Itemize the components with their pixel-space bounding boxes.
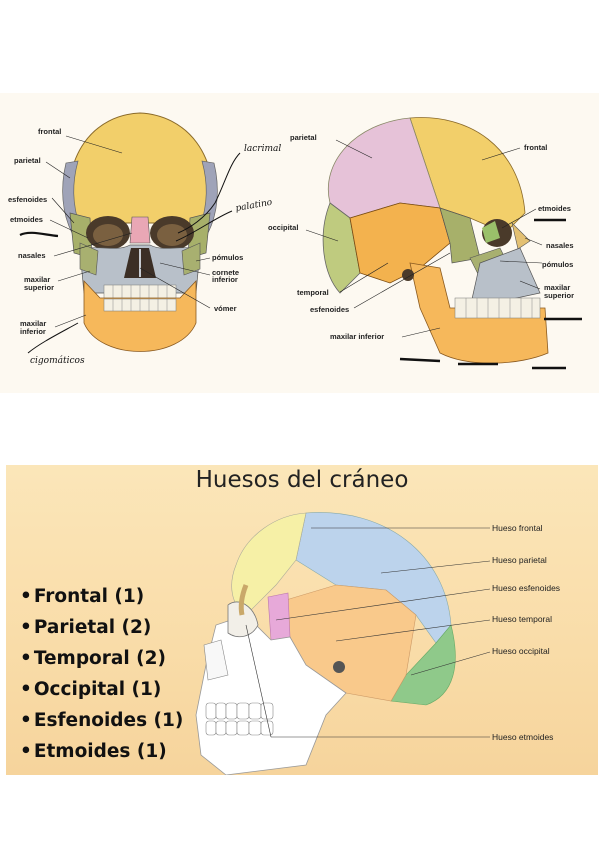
label-hueso-temporal: Hueso temporal <box>492 614 552 624</box>
bullet-temporal: Temporal (2) <box>33 648 166 669</box>
label-cornete-inferior: inferior <box>212 275 238 284</box>
skull-bones-slide: Huesos del cráneo <box>6 465 598 775</box>
label-inferior: inferior <box>20 327 46 336</box>
front-skull <box>62 112 218 352</box>
bullet-item: •Parietal (2) <box>20 617 152 638</box>
slide-leader-lines <box>245 527 491 738</box>
label-hueso-occipital: Hueso occipital <box>492 646 550 656</box>
skull-anatomy-plate: frontal parietal esfenoides etmoides nas… <box>0 93 599 393</box>
bullet-item: •Occipital (1) <box>20 679 162 700</box>
slide-occipital-bone <box>390 624 456 706</box>
handwritten-palatino-line <box>175 210 233 242</box>
label-side-maxilar-inferior: maxilar inferior <box>330 332 384 341</box>
slide-skull-svg: Hueso frontal Hueso parietal Hueso esfen… <box>195 512 560 775</box>
label-pomulos: pómulos <box>212 253 243 262</box>
label-side-occipital: occipital <box>268 223 298 232</box>
label-vomer: vómer <box>214 304 237 313</box>
front-nasal-bone <box>129 216 151 244</box>
bullet-item: •Etmoides (1) <box>20 741 167 762</box>
side-nasal-bone <box>511 222 531 250</box>
label-side-esfenoides: esfenoides <box>310 305 349 314</box>
side-temporal-bone <box>349 202 451 284</box>
label-maxilar-inf: maxilar <box>20 319 46 328</box>
side-sphenoid-bone <box>439 207 481 264</box>
front-leader-lines <box>45 135 211 328</box>
label-cornete: cornete <box>212 268 239 277</box>
bullet-item: •Temporal (2) <box>20 648 166 669</box>
skull-plate-svg: frontal parietal esfenoides etmoides nas… <box>8 112 582 370</box>
label-hueso-esfenoides: Hueso esfenoides <box>492 583 560 593</box>
front-frontal-bone <box>67 112 214 224</box>
handwritten-cigomaticos: cigomáticos <box>30 355 85 366</box>
label-esfenoides: esfenoides <box>8 195 47 204</box>
front-mandible-bone <box>83 279 197 352</box>
bullet-etmoides: Etmoides (1) <box>33 741 167 762</box>
side-occipital-bone <box>322 202 361 294</box>
bullet-frontal: Frontal (1) <box>33 586 145 607</box>
label-side-temporal: temporal <box>297 288 329 297</box>
side-maxilla-bone <box>469 247 541 309</box>
front-zygomatic-bone <box>79 242 99 276</box>
bullet-item: •Esfenoides (1) <box>20 710 184 731</box>
side-leader-lines <box>305 139 543 338</box>
bullet-occipital: Occipital (1) <box>33 679 162 700</box>
bullet-esfenoides: Esfenoides (1) <box>33 710 184 731</box>
label-frontal: frontal <box>38 127 61 136</box>
label-superior: superior <box>24 283 54 292</box>
label-side-frontal: frontal <box>524 143 547 152</box>
label-hueso-frontal: Hueso frontal <box>492 523 543 533</box>
label-hueso-parietal: Hueso parietal <box>492 555 547 565</box>
bullet-parietal: Parietal (2) <box>33 617 152 638</box>
handwritten-palatino: palatino <box>235 198 274 214</box>
bones-bullet-list: •Frontal (1) •Parietal (2) •Temporal (2)… <box>20 581 183 767</box>
slide-sphenoid-bone <box>267 592 291 641</box>
label-maxilar: maxilar <box>24 275 50 284</box>
slide-title: Huesos del cráneo <box>195 467 409 493</box>
label-side-superior: superior <box>544 291 574 300</box>
label-etmoides: etmoides <box>10 215 43 224</box>
side-ethmoid-bone <box>482 221 500 243</box>
slide-frontal-bone <box>231 512 307 616</box>
slide-orbit <box>227 601 259 638</box>
label-side-maxilar: maxilar <box>544 283 570 292</box>
label-nasales: nasales <box>18 251 46 260</box>
label-side-parietal: parietal <box>290 133 317 142</box>
label-side-nasales: nasales <box>546 241 574 250</box>
side-skull <box>322 117 549 364</box>
side-parietal-bone <box>328 117 441 219</box>
label-parietal: parietal <box>14 156 41 165</box>
bullet-item: •Frontal (1) <box>20 586 145 607</box>
label-side-etmoides: etmoides <box>538 204 571 213</box>
handwritten-lacrimal: lacrimal <box>244 144 281 154</box>
label-hueso-etmoides: Hueso etmoides <box>492 732 553 742</box>
label-side-pomulos: pómulos <box>542 260 573 269</box>
handwritten-lacrimal-line <box>177 152 241 234</box>
redaction-scribbles <box>399 218 582 370</box>
